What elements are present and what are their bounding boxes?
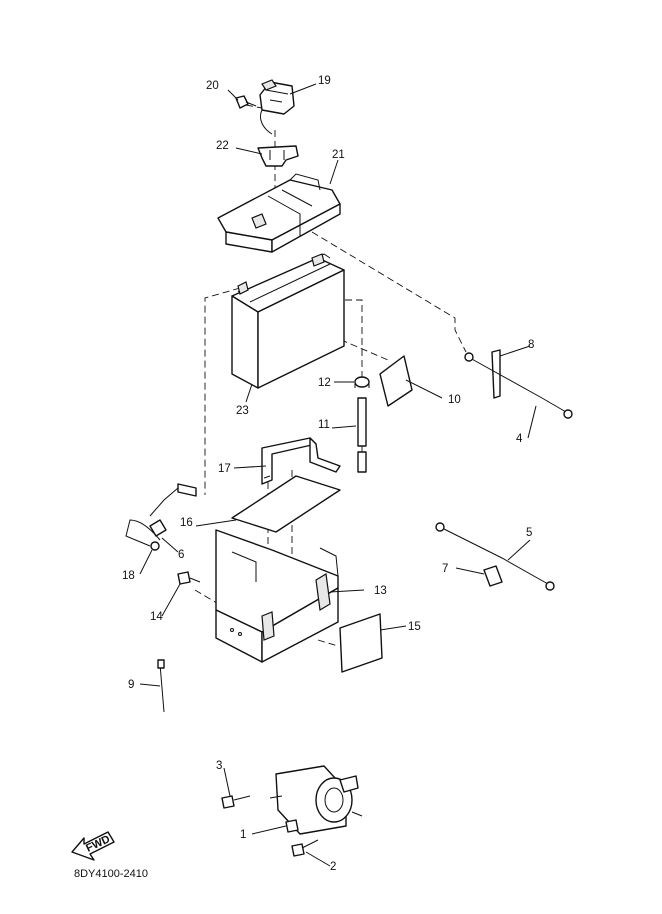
callout-22: 22 (216, 140, 229, 152)
fwd-label: FWD (84, 833, 112, 854)
clamp-part-6 (149, 519, 167, 537)
leader-lines (139, 83, 537, 867)
grommet-part (354, 376, 370, 388)
callout-5: 5 (526, 527, 532, 539)
battery-part (231, 253, 345, 389)
callout-16: 16 (180, 517, 193, 529)
bolt-part-14 (177, 571, 201, 585)
forward-arrow-icon: FWD (71, 831, 115, 861)
callout-4: 4 (516, 433, 523, 445)
callout-labels: 20 19 22 21 8 12 10 23 4 11 17 16 5 6 7 … (122, 75, 534, 873)
plate-part-15 (339, 613, 383, 673)
callout-12: 12 (318, 377, 331, 389)
battery-cover-part (217, 173, 341, 253)
assembly-dash-lines (194, 104, 467, 647)
battery-pad-part (379, 355, 413, 407)
callout-14: 14 (150, 611, 163, 623)
terminal-cover-part (483, 565, 503, 587)
starter-relay-part (259, 79, 295, 135)
callout-18: 18 (122, 570, 135, 582)
callout-13: 13 (374, 585, 387, 597)
bracket-part-8 (491, 349, 501, 399)
battery-box-part (215, 529, 339, 663)
ground-lead-part (125, 483, 197, 551)
positive-lead-part (435, 522, 555, 591)
negative-lead-part (464, 352, 573, 419)
drawing-code: 8DY4100-2410 (74, 868, 148, 880)
callout-20: 20 (206, 80, 219, 92)
callout-15: 15 (408, 621, 421, 633)
battery-band-part (261, 437, 341, 485)
bolt-part-2 (291, 839, 319, 857)
callout-17: 17 (218, 463, 231, 475)
callout-21: 21 (332, 149, 345, 161)
battery-sheet-part (231, 475, 341, 533)
bolt-part-3 (221, 795, 251, 809)
starter-motor-part (269, 765, 363, 835)
relay-bracket-part (257, 145, 299, 167)
cable-tie-part (157, 659, 165, 713)
callout-2: 2 (330, 861, 336, 873)
callout-19: 19 (318, 75, 331, 87)
bolt-part-20 (235, 95, 257, 109)
callout-3: 3 (216, 760, 222, 772)
callout-1: 1 (240, 829, 246, 841)
breather-hose-part (357, 397, 367, 473)
callout-23: 23 (236, 405, 249, 417)
callout-9: 9 (128, 679, 134, 691)
nut-part-1 (285, 819, 299, 833)
callout-11: 11 (318, 419, 330, 431)
callout-6: 6 (178, 549, 184, 561)
callout-10: 10 (448, 394, 461, 406)
callout-8: 8 (528, 339, 534, 351)
callout-7: 7 (442, 563, 448, 575)
